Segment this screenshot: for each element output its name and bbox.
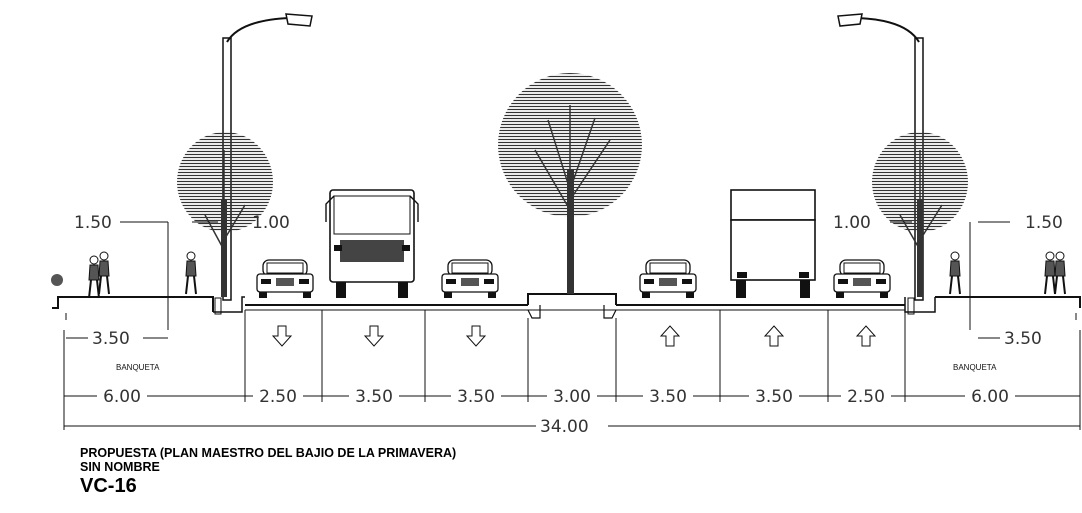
dim-lane-9: 6.00: [971, 387, 1009, 407]
title-line-2: SIN NOMBRE: [80, 460, 160, 474]
dim-top-left-clear: 1.00: [252, 213, 290, 233]
lane-dimensions: 6.00 2.50 3.50 3.50 3.00 3.50 3.50 2.50 6.00: [97, 386, 1015, 407]
dim-top-right-setback: 1.50: [1025, 213, 1063, 233]
dim-lane-1: 6.00: [103, 387, 141, 407]
ground-profile: [52, 293, 1081, 320]
dim-lane-6: 3.50: [649, 387, 687, 407]
tree-left: [177, 132, 273, 297]
dim-top-right-clear: 1.00: [833, 213, 871, 233]
dim-walk-left: 3.50: [92, 329, 130, 349]
truck: [730, 189, 816, 298]
dim-lane-5: 3.00: [553, 387, 591, 407]
arrow-down-icon-1: [271, 325, 293, 347]
arrow-up-icon-4: [659, 325, 681, 347]
title-block: PROPUESTA (PLAN MAESTRO DEL BAJIO DE LA …: [80, 446, 456, 497]
section-code: VC-16: [80, 475, 137, 497]
pedestrian-left: [51, 251, 110, 299]
title-line-1: PROPUESTA (PLAN MAESTRO DEL BAJIO DE LA …: [80, 446, 457, 460]
direction-arrows: [271, 325, 877, 347]
dim-lane-7: 3.50: [755, 387, 793, 407]
cyclist-right: [949, 251, 961, 295]
dim-top-left-setback: 1.50: [74, 213, 112, 233]
car-4: [833, 259, 891, 299]
bus: [325, 189, 419, 298]
lane-separators: [63, 222, 1081, 430]
pedestrian-right: [1044, 251, 1066, 295]
tree-right: [872, 132, 968, 297]
arrow-down-icon-2: [363, 325, 385, 347]
car-1: [256, 259, 314, 299]
dim-walk-right: 3.50: [1004, 329, 1042, 349]
arrow-up-icon-5: [763, 325, 785, 347]
car-3: [639, 259, 697, 299]
dim-lane-8: 2.50: [847, 387, 885, 407]
dim-lane-4: 3.50: [457, 387, 495, 407]
arrow-up-icon-6: [855, 325, 877, 347]
dim-lane-3: 3.50: [355, 387, 393, 407]
car-2: [441, 259, 499, 299]
dim-total: 34.00: [540, 417, 589, 437]
dim-lane-2: 2.50: [259, 387, 297, 407]
label-banqueta-left: BANQUETA: [116, 363, 160, 372]
tree-center: [498, 73, 642, 294]
arrow-down-icon-3: [465, 325, 487, 347]
label-banqueta-right: BANQUETA: [953, 363, 997, 372]
cyclist-left: [185, 251, 197, 295]
